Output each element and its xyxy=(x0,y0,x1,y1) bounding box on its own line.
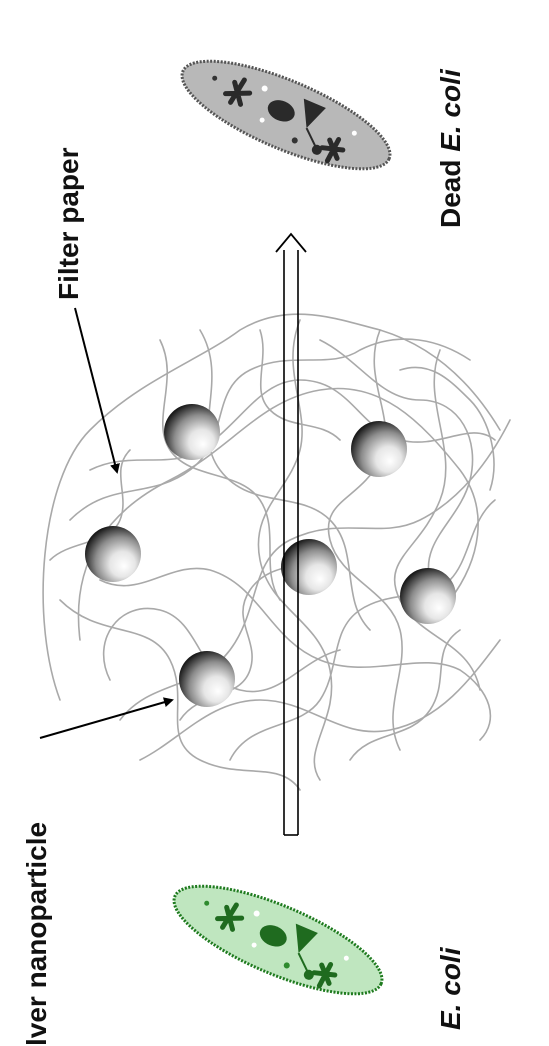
silver-sphere-icon xyxy=(85,526,141,582)
filter-paper-pointer-arrow xyxy=(74,307,120,474)
silver-nanoparticles xyxy=(85,404,456,707)
ecoli-italic: E. coli xyxy=(435,946,466,1030)
dead-ecoli-label: Dead E. coli xyxy=(435,68,466,228)
filter-paper-label: Filter paper xyxy=(53,147,84,300)
dead-italic: E. coli xyxy=(435,68,466,152)
silver-nanoparticle-label: lver nanoparticle xyxy=(21,822,52,1046)
silver-sphere-icon xyxy=(179,651,235,707)
silver-sphere-icon xyxy=(351,421,407,477)
nanoparticle-pointer-arrow xyxy=(39,697,174,739)
green-bacterium-icon xyxy=(172,884,384,996)
grey-bacterium-icon xyxy=(180,59,392,171)
silver-sphere-icon xyxy=(281,539,337,595)
silver-sphere-icon xyxy=(164,404,220,460)
ecoli-label: E. coli xyxy=(435,946,466,1030)
silver-sphere-icon xyxy=(400,568,456,624)
filter-paper-fibers xyxy=(42,313,511,791)
dead-prefix: Dead xyxy=(435,152,466,228)
double-line-arrow-icon xyxy=(275,232,307,836)
